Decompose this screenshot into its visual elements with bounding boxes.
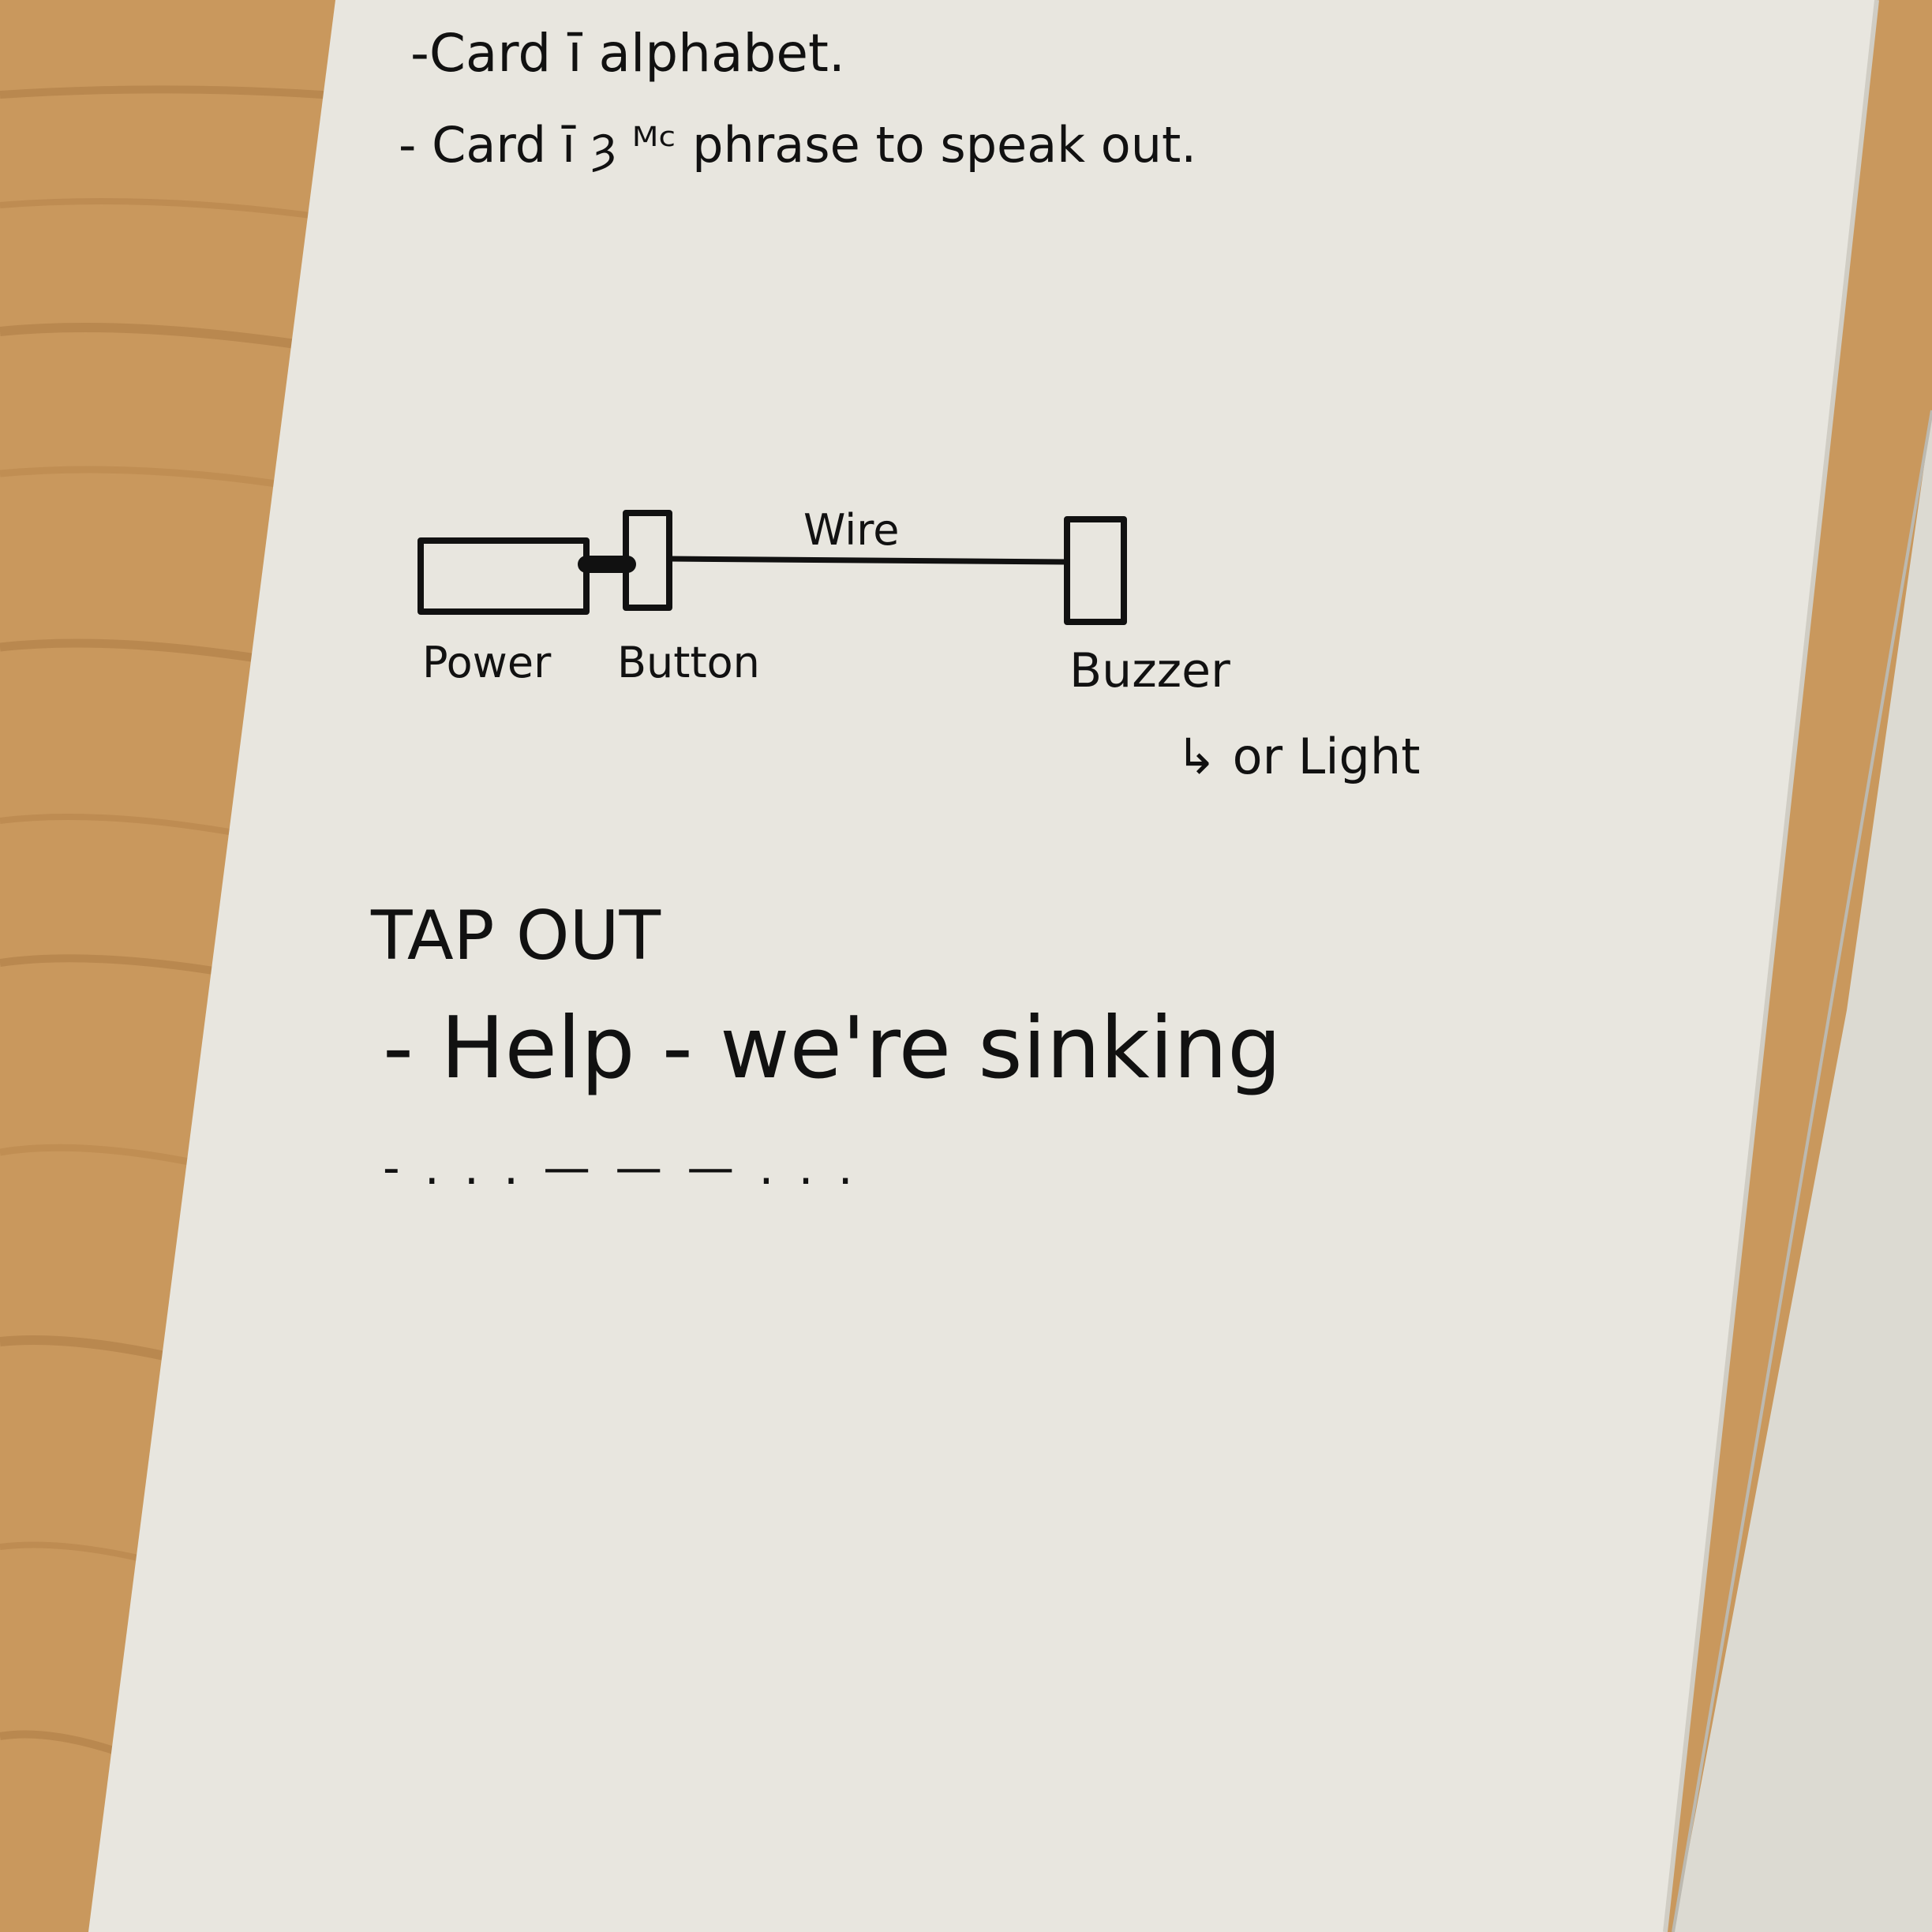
button-label: Button [617,638,760,687]
power-box [417,537,590,615]
circuit-diagram: Wire Power Button Buzzer ↳ or Light [417,505,1421,785]
power-label: Power [422,638,552,687]
second-paper-edge [1672,410,1932,1932]
buzzer-box [1064,516,1127,625]
wire-line [666,556,1070,565]
paper-sheet [88,0,1877,1932]
tap-out-heading: TAP OUT [370,897,661,975]
wire-label: Wire [803,505,899,555]
second-paper-sheet [1673,410,1932,1932]
tap-out-message: - Help - we're sinking [383,999,1282,1098]
alt-light-label: ↳ or Light [1176,728,1421,785]
morse-code-line: - . . . — — — . . . [383,1140,858,1196]
paper-right-edge [1663,0,1879,1932]
buzzer-label: Buzzer [1069,643,1230,698]
note-line-1: -Card ī alphabet. [410,23,845,84]
note-line-2: - Card ī ȝ ᴹᶜ phrase to speak out. [399,116,1196,174]
